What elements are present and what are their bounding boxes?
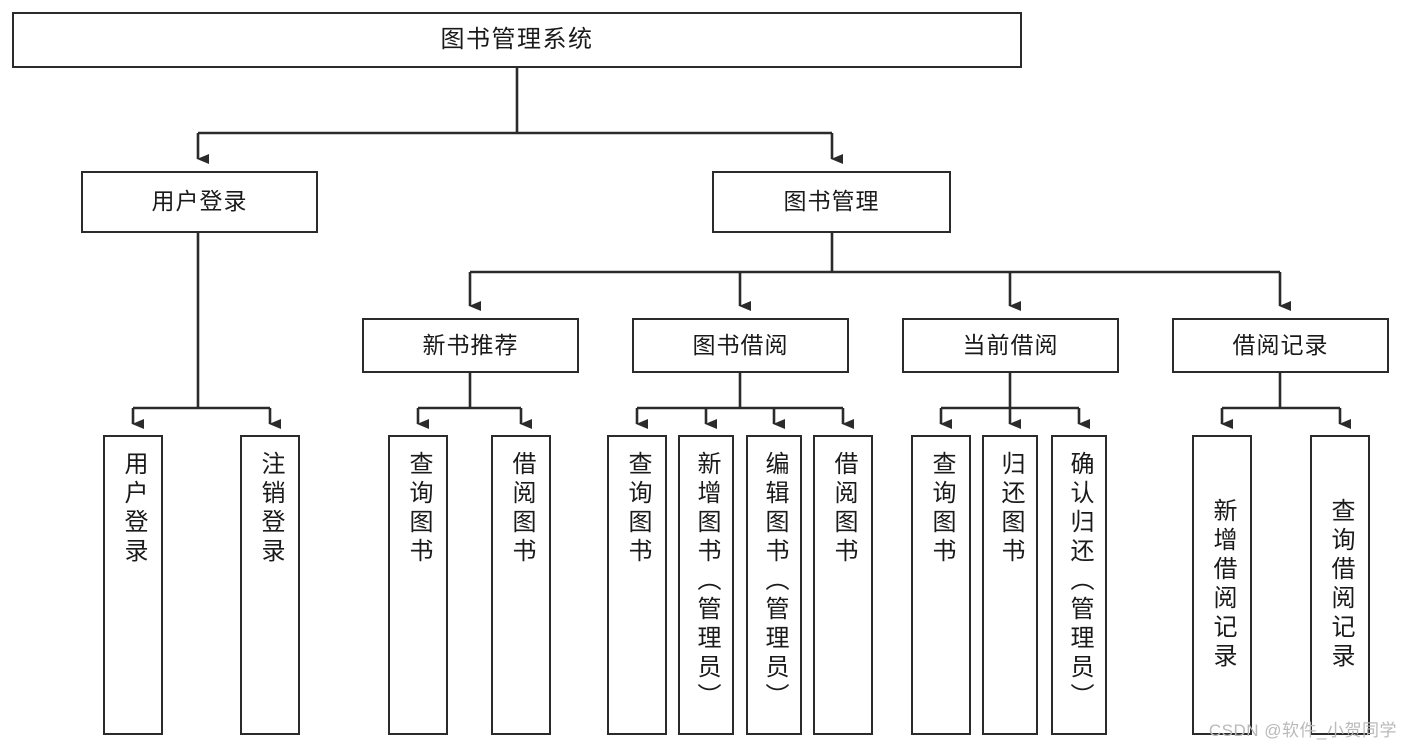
node-book-management[interactable]: 图书管理: [712, 171, 951, 233]
node-label: 新书推荐: [422, 331, 519, 358]
node-label: 图书借阅: [692, 331, 789, 358]
node-label: 借阅图书: [830, 451, 857, 567]
node-label: 注销登录: [257, 451, 284, 567]
node-label: 用户登录: [151, 188, 248, 215]
leaf-edit-book[interactable]: 编辑图书（管理员）: [746, 435, 802, 735]
leaf-query-book-3[interactable]: 查询图书: [911, 435, 971, 735]
node-user-login[interactable]: 用户登录: [81, 171, 318, 233]
leaf-borrow-book-2[interactable]: 借阅图书: [813, 435, 873, 735]
leaf-logout-login[interactable]: 注销登录: [240, 435, 300, 735]
node-label: 查询图书: [928, 451, 955, 567]
leaf-add-record[interactable]: 新增借阅记录: [1192, 435, 1252, 735]
leaf-borrow-book-1[interactable]: 借阅图书: [491, 435, 551, 735]
csdn-watermark: CSDN @软件_小贺同学: [1208, 721, 1397, 740]
node-label: 查询图书: [624, 451, 651, 567]
node-label: 当前借阅: [962, 331, 1059, 358]
node-label: 查询图书: [405, 451, 432, 567]
node-label: 图书管理: [783, 188, 880, 215]
node-label: 图书管理系统: [440, 25, 594, 53]
node-book-borrow[interactable]: 图书借阅: [632, 318, 849, 373]
node-label: 查询借阅记录: [1327, 498, 1354, 672]
leaf-user-login[interactable]: 用户登录: [103, 435, 163, 735]
node-label: 编辑图书（管理员）: [761, 451, 788, 712]
node-label: 借阅图书: [508, 451, 535, 567]
node-label: 确认归还（管理员）: [1066, 451, 1093, 712]
node-root-system[interactable]: 图书管理系统: [12, 12, 1022, 68]
node-label: 新增借阅记录: [1209, 498, 1236, 672]
leaf-return-book[interactable]: 归还图书: [982, 435, 1038, 735]
node-label: 新增图书（管理员）: [693, 451, 720, 712]
leaf-query-book-1[interactable]: 查询图书: [388, 435, 448, 735]
node-label: 用户登录: [120, 451, 147, 567]
node-current-borrow[interactable]: 当前借阅: [902, 318, 1119, 373]
leaf-query-book-2[interactable]: 查询图书: [607, 435, 667, 735]
node-label: 借阅记录: [1232, 331, 1329, 358]
leaf-confirm-return[interactable]: 确认归还（管理员）: [1051, 435, 1107, 735]
node-label: 归还图书: [997, 451, 1024, 567]
leaf-add-book[interactable]: 新增图书（管理员）: [678, 435, 734, 735]
node-borrow-record[interactable]: 借阅记录: [1172, 318, 1389, 373]
node-new-book-recommend[interactable]: 新书推荐: [362, 318, 579, 373]
leaf-query-record[interactable]: 查询借阅记录: [1310, 435, 1370, 735]
